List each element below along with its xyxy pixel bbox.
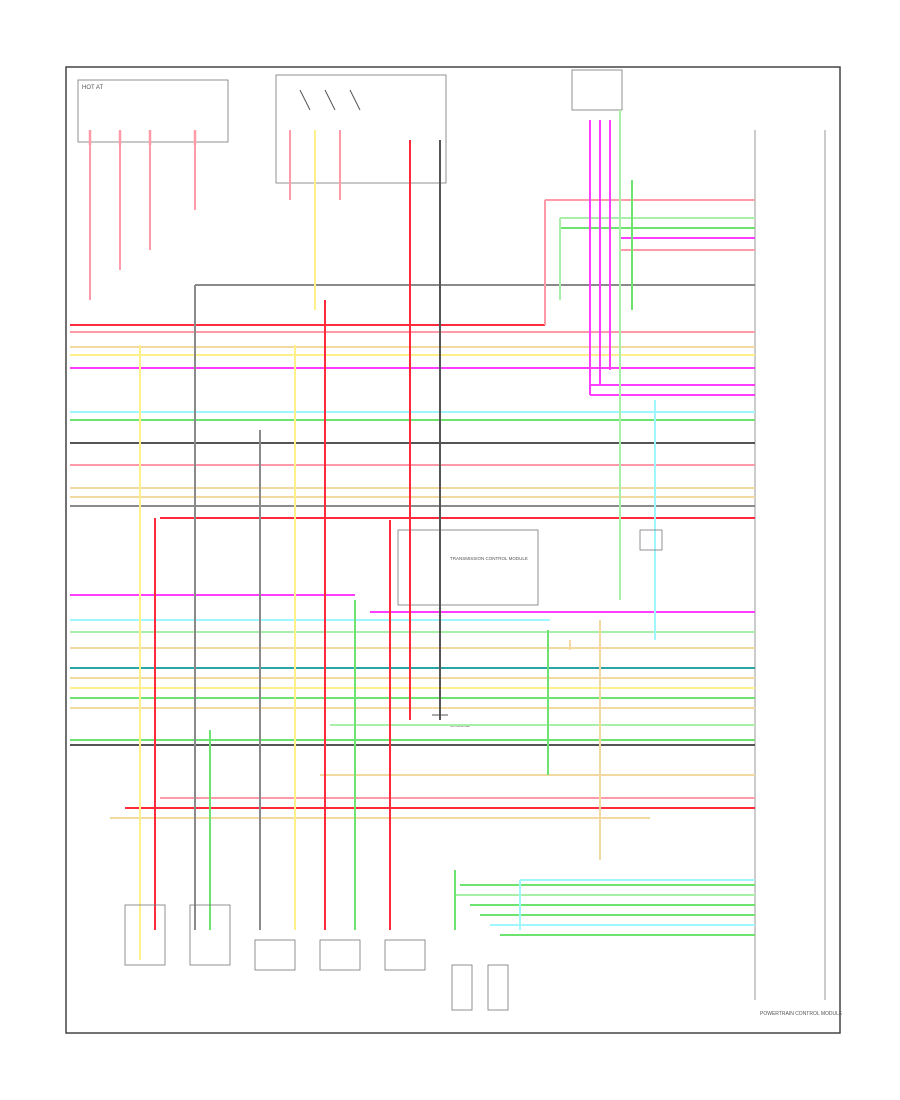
vertical-wires xyxy=(88,110,656,960)
bottom-component-box-3 xyxy=(254,939,296,971)
horizontal-wires xyxy=(70,199,755,936)
bottom-component-box-5 xyxy=(384,939,426,971)
pcm-label: POWERTRAIN CONTROL MODULE xyxy=(760,1011,843,1017)
sensor-connector-top xyxy=(571,69,623,111)
pcm-terminal-strip xyxy=(754,130,826,1000)
diagram-border xyxy=(65,66,841,1034)
center-module: TRANSMISSION CONTROL MODULE xyxy=(397,529,539,606)
sensor-cluster xyxy=(639,529,663,551)
hot-at-label: HOT AT xyxy=(82,85,103,91)
bottom-component-box-7 xyxy=(487,964,509,1011)
bottom-component-box-6 xyxy=(451,964,473,1011)
bottom-components xyxy=(124,904,509,1011)
center-module-label: TRANSMISSION CONTROL MODULE xyxy=(450,556,528,561)
bottom-component-box-4 xyxy=(319,939,361,971)
relay-block xyxy=(275,74,447,184)
bottom-component-box-2 xyxy=(189,904,231,966)
bottom-component-box-1 xyxy=(124,904,166,966)
ground-symbol: GROUND xyxy=(432,714,471,728)
fuse-block: HOT AT xyxy=(77,79,229,143)
